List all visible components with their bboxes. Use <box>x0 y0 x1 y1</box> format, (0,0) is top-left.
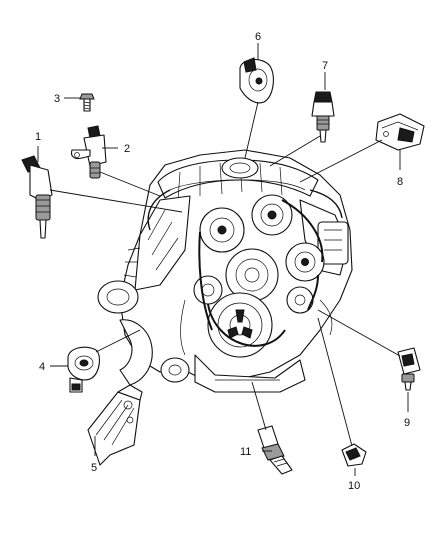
leader-8-engine <box>299 139 383 183</box>
part-11-long-sensor <box>257 425 293 475</box>
callout-3: 3 <box>54 93 60 105</box>
part-2-camshaft-sensor <box>70 125 107 179</box>
part-10-switch-sensor <box>341 443 367 467</box>
callout-8: 8 <box>397 176 403 188</box>
part-3-bolt <box>79 93 95 112</box>
callout-1: 1 <box>35 131 41 143</box>
leader-7-engine <box>269 135 321 167</box>
leader-11-engine <box>251 381 267 431</box>
leader-6-engine <box>244 101 259 159</box>
callout-11: 11 <box>240 446 251 458</box>
callout-9: 9 <box>404 417 410 429</box>
leader-9-engine <box>317 309 401 357</box>
leader-2-engine <box>99 171 161 197</box>
part-6-throttle-sensor <box>239 57 274 104</box>
callout-4: 4 <box>39 361 45 373</box>
leader-4-engine <box>95 329 141 353</box>
part-9-oil-pressure-sensor <box>397 347 421 391</box>
part-4-knock-sensor <box>67 346 101 393</box>
part-1-position-sensor <box>21 155 53 239</box>
leader-lines <box>37 43 409 476</box>
callout-2: 2 <box>124 143 130 155</box>
callout-5: 5 <box>91 462 97 474</box>
callout-6: 6 <box>255 31 261 43</box>
part-8-map-sensor <box>375 113 425 151</box>
part-7-temp-sensor <box>311 91 335 143</box>
engine-assembly <box>97 149 353 393</box>
callout-7: 7 <box>322 60 328 72</box>
callout-numbers: 1 2 3 4 5 6 7 8 9 10 11 <box>35 31 410 492</box>
callout-10: 10 <box>348 480 360 492</box>
leader-10-engine <box>317 317 353 447</box>
leader-1-engine <box>49 189 183 213</box>
part-5-bracket <box>87 384 143 466</box>
